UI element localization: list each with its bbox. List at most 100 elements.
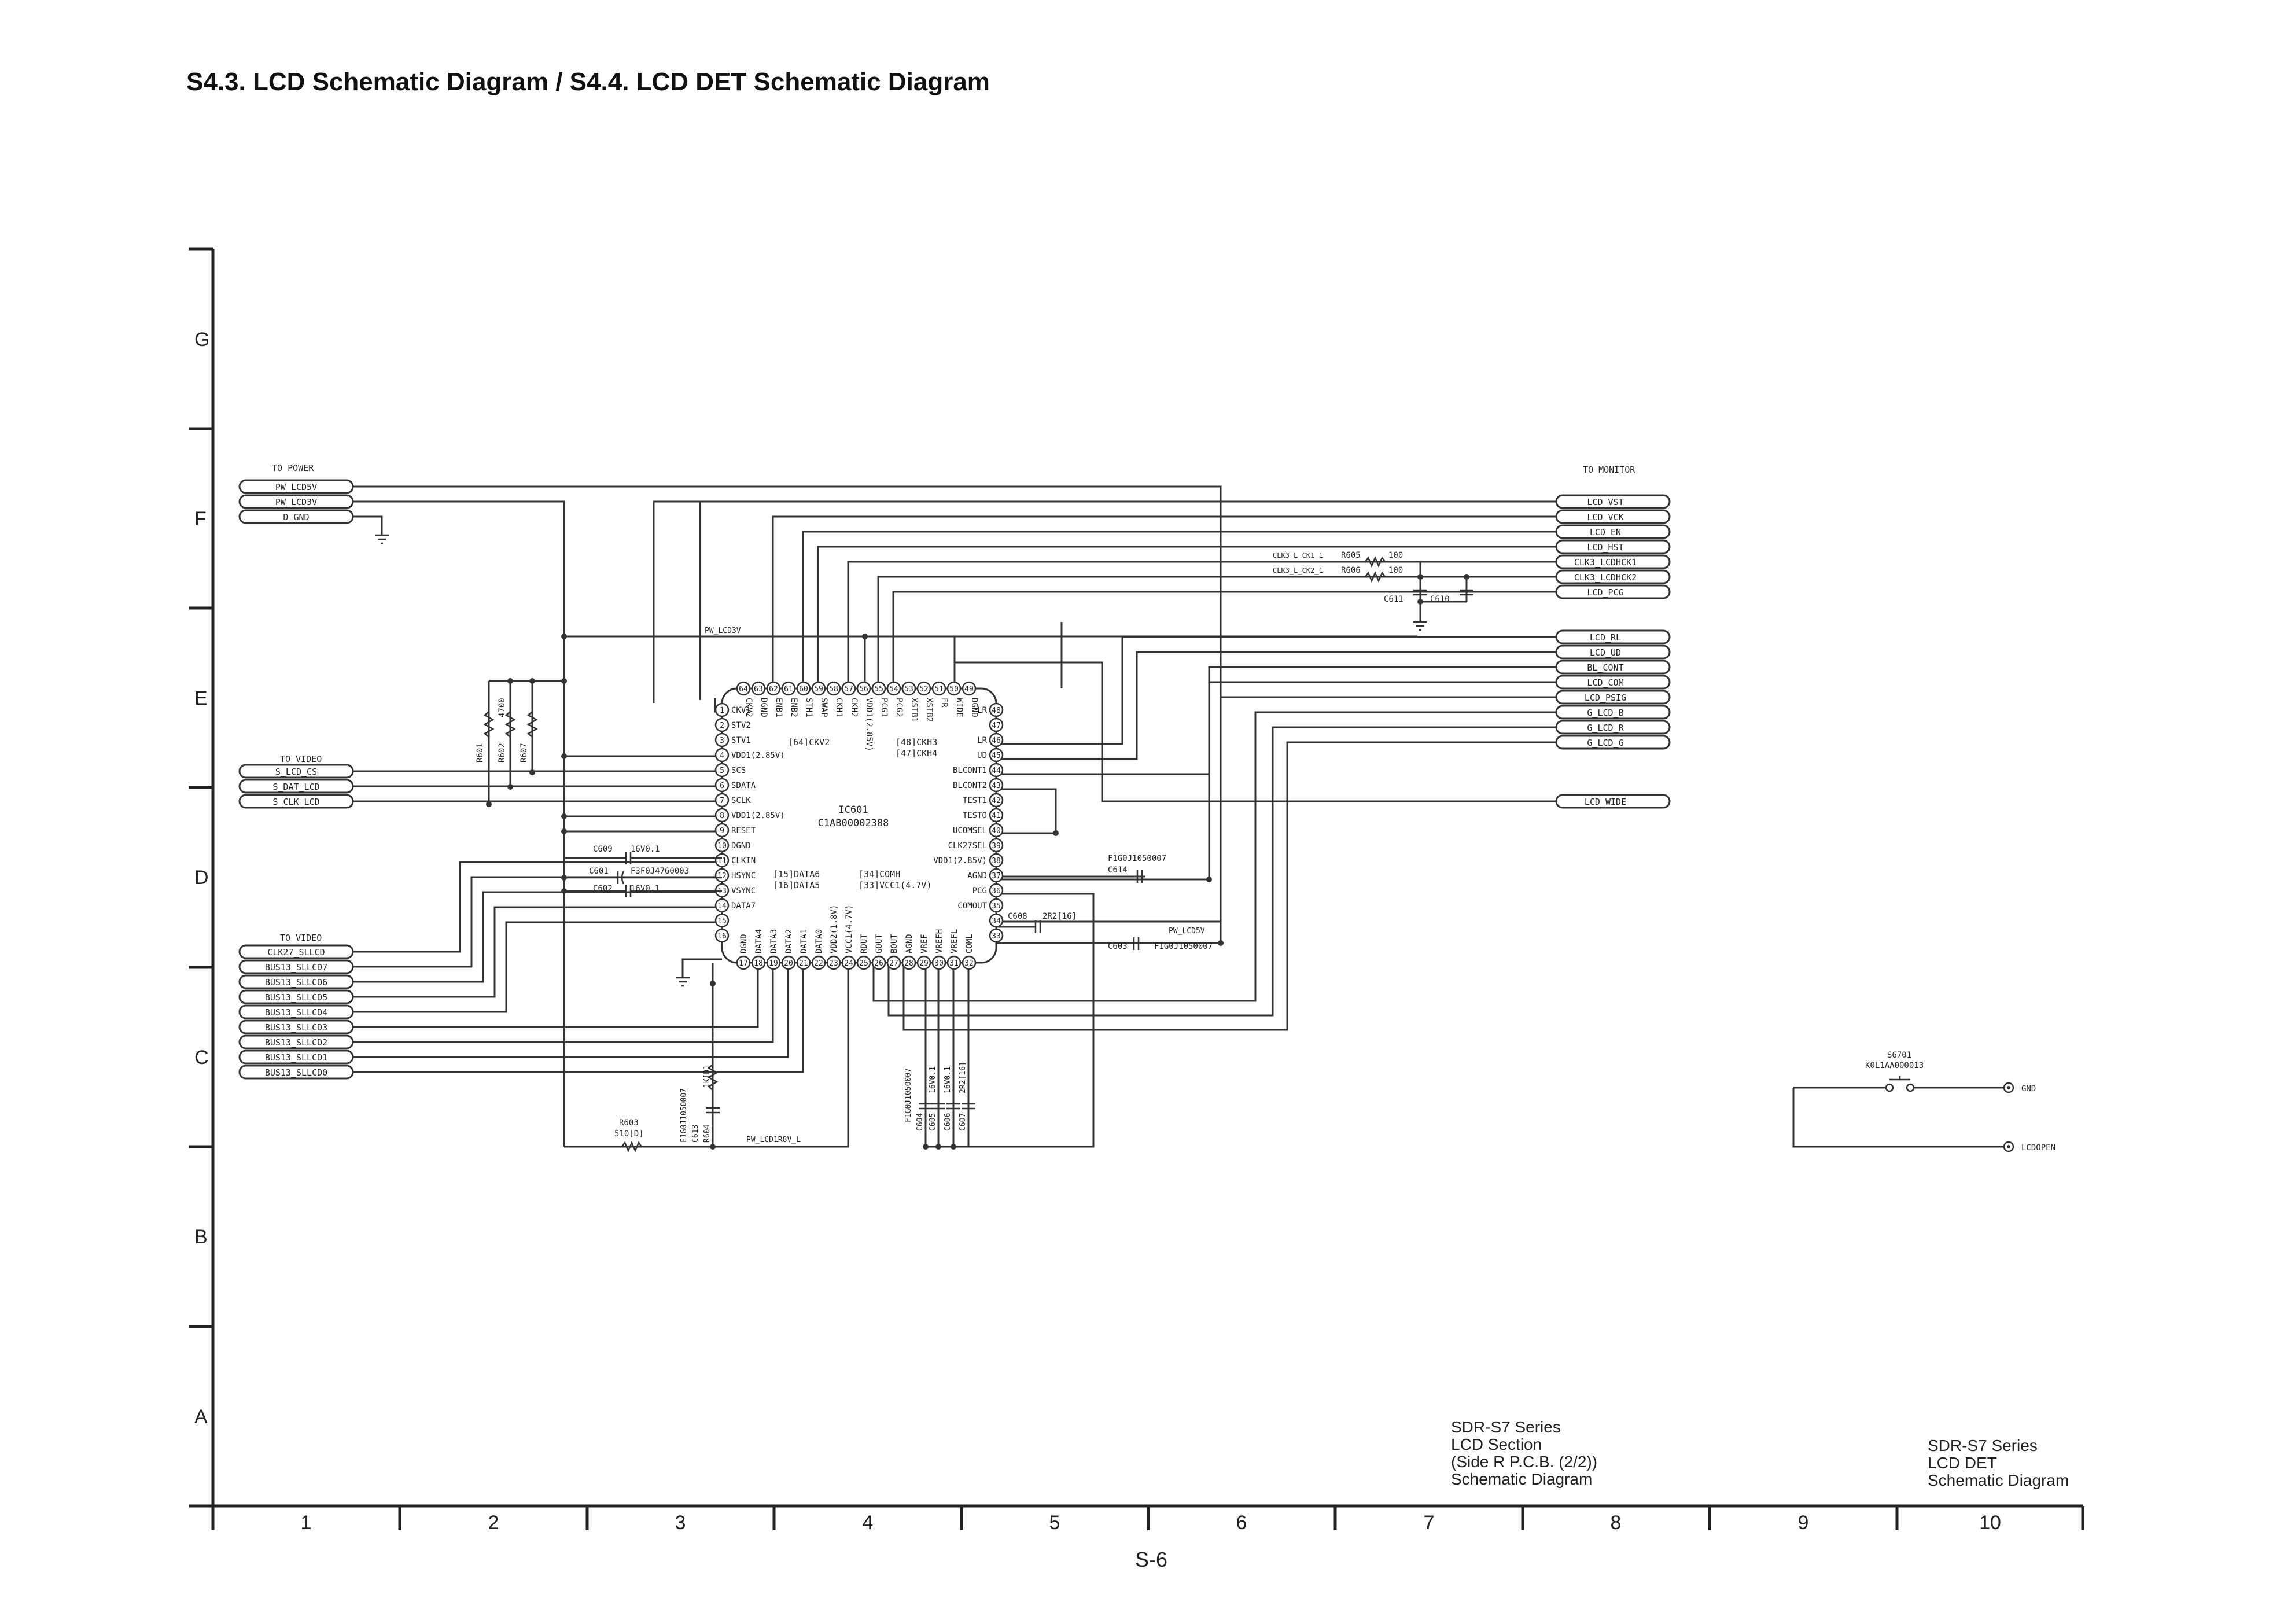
ic-pin-name: PCG1	[879, 698, 889, 717]
ic-pin-name: VSYNC	[731, 886, 756, 896]
net-bus13-sllcd7: BUS13_SLLCD7	[238, 959, 354, 974]
ic-pin-number: 56	[859, 685, 868, 694]
ic-pin-name: AGND	[967, 871, 987, 881]
component-ref: R601	[476, 743, 485, 763]
net-d-gnd: D_GND	[238, 509, 354, 524]
ic-pin-number: 60	[799, 685, 808, 694]
net-label: BUS13_SLLCD6	[265, 977, 327, 988]
component-value: 100	[1388, 566, 1403, 575]
component-ref: C609	[593, 845, 613, 854]
net-label: LCD_COM	[1587, 677, 1623, 688]
ic-pin-name: DGND	[759, 698, 768, 717]
ic-pin-number: 36	[992, 887, 1001, 896]
net-label: G_LCD_R	[1587, 723, 1624, 733]
net-label: LCD_EN	[1590, 527, 1621, 537]
ic-note: [64]CKV2	[788, 737, 830, 747]
ic-pin-name: UCOMSEL	[953, 826, 987, 835]
ic-pin-number: 21	[799, 959, 808, 968]
ic-pin-number: 17	[739, 959, 748, 968]
ic-pin-name: AGND	[905, 934, 914, 953]
net-g-lcd-g: G_LCD_G	[1555, 735, 1671, 750]
net-s-dat-lcd: S_DAT_LCD	[238, 779, 354, 794]
row-label: C	[194, 1047, 209, 1069]
net-lcd-vck: LCD_VCK	[1555, 509, 1671, 524]
ic-pin-number: 29	[919, 959, 929, 968]
ic-pin-number: 10	[717, 842, 727, 850]
ic-pin-number: 25	[859, 959, 868, 968]
ic-pin-number: 59	[814, 685, 823, 694]
ic-pin-number: 52	[919, 685, 929, 694]
ic-pin-number: 19	[769, 959, 778, 968]
caption-line: SDR-S7 Series	[1928, 1437, 2038, 1454]
ic-note: [48]CKH3	[896, 737, 937, 747]
ic-pin-name: DATA3	[769, 929, 779, 953]
component-ref: C605	[929, 1113, 937, 1131]
ic-pin-name: VDD1(2.85V)	[731, 811, 785, 820]
net-g-lcd-r: G_LCD_R	[1555, 720, 1671, 735]
ic-pin-number: 49	[964, 685, 974, 694]
net-bus13-sllcd5: BUS13_SLLCD5	[238, 989, 354, 1004]
component-ref: R607	[520, 743, 529, 763]
column-label: 4	[863, 1512, 874, 1534]
ic-pin-name: DGND	[739, 934, 749, 953]
ic-pin-number: 33	[992, 932, 1001, 941]
ic-pin-name: SDATA	[731, 781, 756, 790]
net-lcd-en: LCD_EN	[1555, 524, 1671, 539]
capacitor-c607: 2R2[16] C607	[959, 1062, 975, 1131]
ic-pin-number: 42	[992, 797, 1001, 805]
ic-pin: 17 DGND	[736, 934, 751, 970]
ic-pin-name: SCLK	[731, 796, 751, 805]
capacitor-c603: C603 F1G0J1050007	[1108, 937, 1213, 951]
row-labels: G F E D C B A	[194, 329, 209, 1428]
component-ref: C603	[1108, 942, 1128, 951]
ic-pin-name: COMOUT	[957, 901, 987, 911]
column-label: 8	[1611, 1512, 1622, 1534]
ic-pin-name: LR	[977, 736, 987, 745]
component-part: F1G0J1050007	[1108, 854, 1166, 863]
ic-pin-number: 32	[964, 959, 974, 968]
ic-pin-name: CLKIN	[731, 856, 756, 866]
net-lcd-psig: LCD_PSIG	[1555, 690, 1671, 705]
net-label: LCD_RL	[1590, 632, 1621, 643]
ic-pin-name: DATA7	[731, 901, 756, 911]
ic-pin-name: DATA2	[784, 929, 794, 953]
ic-pin-number: 43	[992, 782, 1001, 790]
ic-pin-name: PCG2	[894, 698, 904, 717]
component-part: F1G0J1050007	[680, 1088, 688, 1143]
component-value: 16V0.1	[631, 884, 660, 893]
net-label: BUS13_SLLCD2	[265, 1037, 327, 1048]
net-lcd-hst: LCD_HST	[1555, 539, 1671, 554]
ic-pin-number: 40	[992, 827, 1001, 835]
ic-pin-number: 24	[844, 959, 853, 968]
ic-pin-number: 58	[829, 685, 838, 694]
net-label: LCD_HST	[1587, 542, 1623, 553]
caption-line: SDR-S7 Series	[1451, 1418, 1561, 1436]
row-label: F	[194, 508, 207, 530]
caption-line: Schematic Diagram	[1928, 1471, 2069, 1489]
ic-pin-name: ENB2	[789, 698, 798, 717]
net-label: LCD_VST	[1587, 497, 1623, 507]
component-ref: R603	[619, 1118, 639, 1128]
ic-pin-name: STV1	[731, 736, 751, 745]
component-ref: C602	[593, 884, 613, 893]
ic-pin-name: VREFL	[950, 929, 959, 953]
ic-pin-number: 57	[844, 685, 853, 694]
net-label: LCD_PSIG	[1585, 693, 1626, 703]
ic-pin-name: VDD1(2.85V)	[864, 698, 874, 752]
ic-pin: 47	[989, 717, 1004, 732]
net-label: CLK3_LCDHCK2	[1574, 572, 1637, 583]
